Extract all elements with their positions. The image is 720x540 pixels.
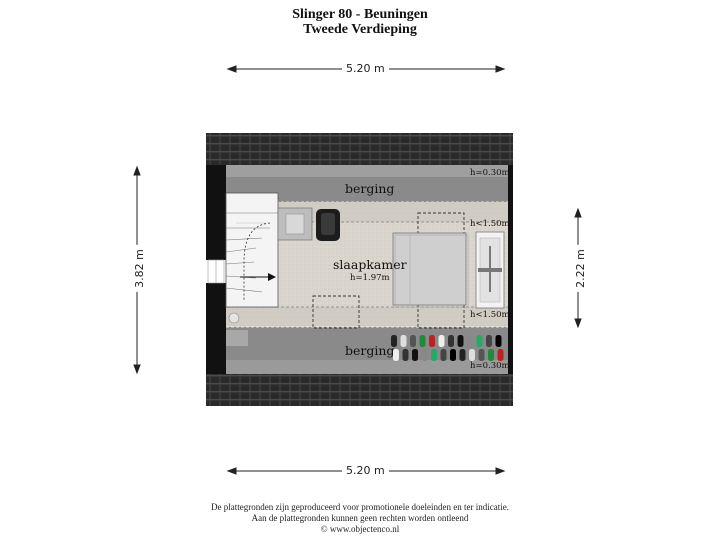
- dimension-label-left: 3.82 m: [132, 245, 146, 292]
- footer-rights: Aan de plattegronden kunnen geen rechten…: [251, 513, 469, 523]
- floorplan-title: Slinger 80 - Beuningen: [292, 7, 428, 22]
- dressing-rack: [475, 231, 505, 309]
- shoe: [448, 335, 454, 347]
- shoe: [429, 335, 435, 347]
- height-mark-bottom-right: h=0.30m: [470, 361, 510, 371]
- room-label-storage-bottom: berging: [345, 343, 395, 358]
- height-mark-lower-slope: h<1.50m: [470, 310, 510, 320]
- shoe: [402, 349, 409, 361]
- shoe: [467, 335, 473, 347]
- shoe: [412, 349, 418, 361]
- height-mark-upper-slope: h<1.50m: [470, 219, 510, 229]
- wall-right: [508, 165, 513, 374]
- shoe: [438, 335, 445, 347]
- floor-subtitle: Tweede Verdieping: [303, 22, 417, 37]
- shoe: [440, 349, 447, 361]
- skylight-2: [312, 295, 360, 329]
- shoe: [410, 335, 416, 347]
- shoe: [497, 349, 504, 361]
- footer-disclaimer: De plattegronden zijn geproduceerd voor …: [211, 502, 509, 512]
- shoe: [476, 335, 483, 347]
- roof-tiles-top: [206, 133, 513, 165]
- shoe-rack: [391, 335, 504, 361]
- wall-left-upper: [206, 165, 226, 260]
- shoe: [486, 335, 492, 347]
- office-chair: [316, 209, 340, 241]
- shoe: [421, 349, 428, 361]
- staircase: [225, 192, 279, 324]
- dimension-label-bottom: 5.20 m: [342, 464, 389, 477]
- shoe: [419, 335, 426, 347]
- shoe: [459, 349, 466, 361]
- shoe: [478, 349, 485, 361]
- roof-tiles-bottom: [206, 374, 513, 406]
- room-label-bedroom: slaapkamer: [333, 257, 407, 272]
- room-label-storage-top: berging: [345, 181, 395, 196]
- desk: [277, 207, 313, 241]
- shoe: [469, 349, 475, 361]
- dimension-label-top: 5.20 m: [342, 62, 389, 75]
- shoe: [457, 335, 464, 347]
- height-mark-top-right: h=0.30m: [470, 168, 510, 178]
- shoe: [391, 335, 397, 347]
- shoe: [450, 349, 456, 361]
- dimension-label-right: 2.22 m: [573, 245, 587, 292]
- shoe: [400, 335, 407, 347]
- wall-left-lower: [206, 283, 226, 374]
- footer-copyright: © www.objectenco.nl: [320, 524, 400, 534]
- shoe: [393, 349, 399, 361]
- shoe: [495, 335, 502, 347]
- shoe: [431, 349, 437, 361]
- room-height-bedroom: h=1.97m: [350, 273, 390, 283]
- bed: [392, 232, 469, 308]
- shoe: [488, 349, 494, 361]
